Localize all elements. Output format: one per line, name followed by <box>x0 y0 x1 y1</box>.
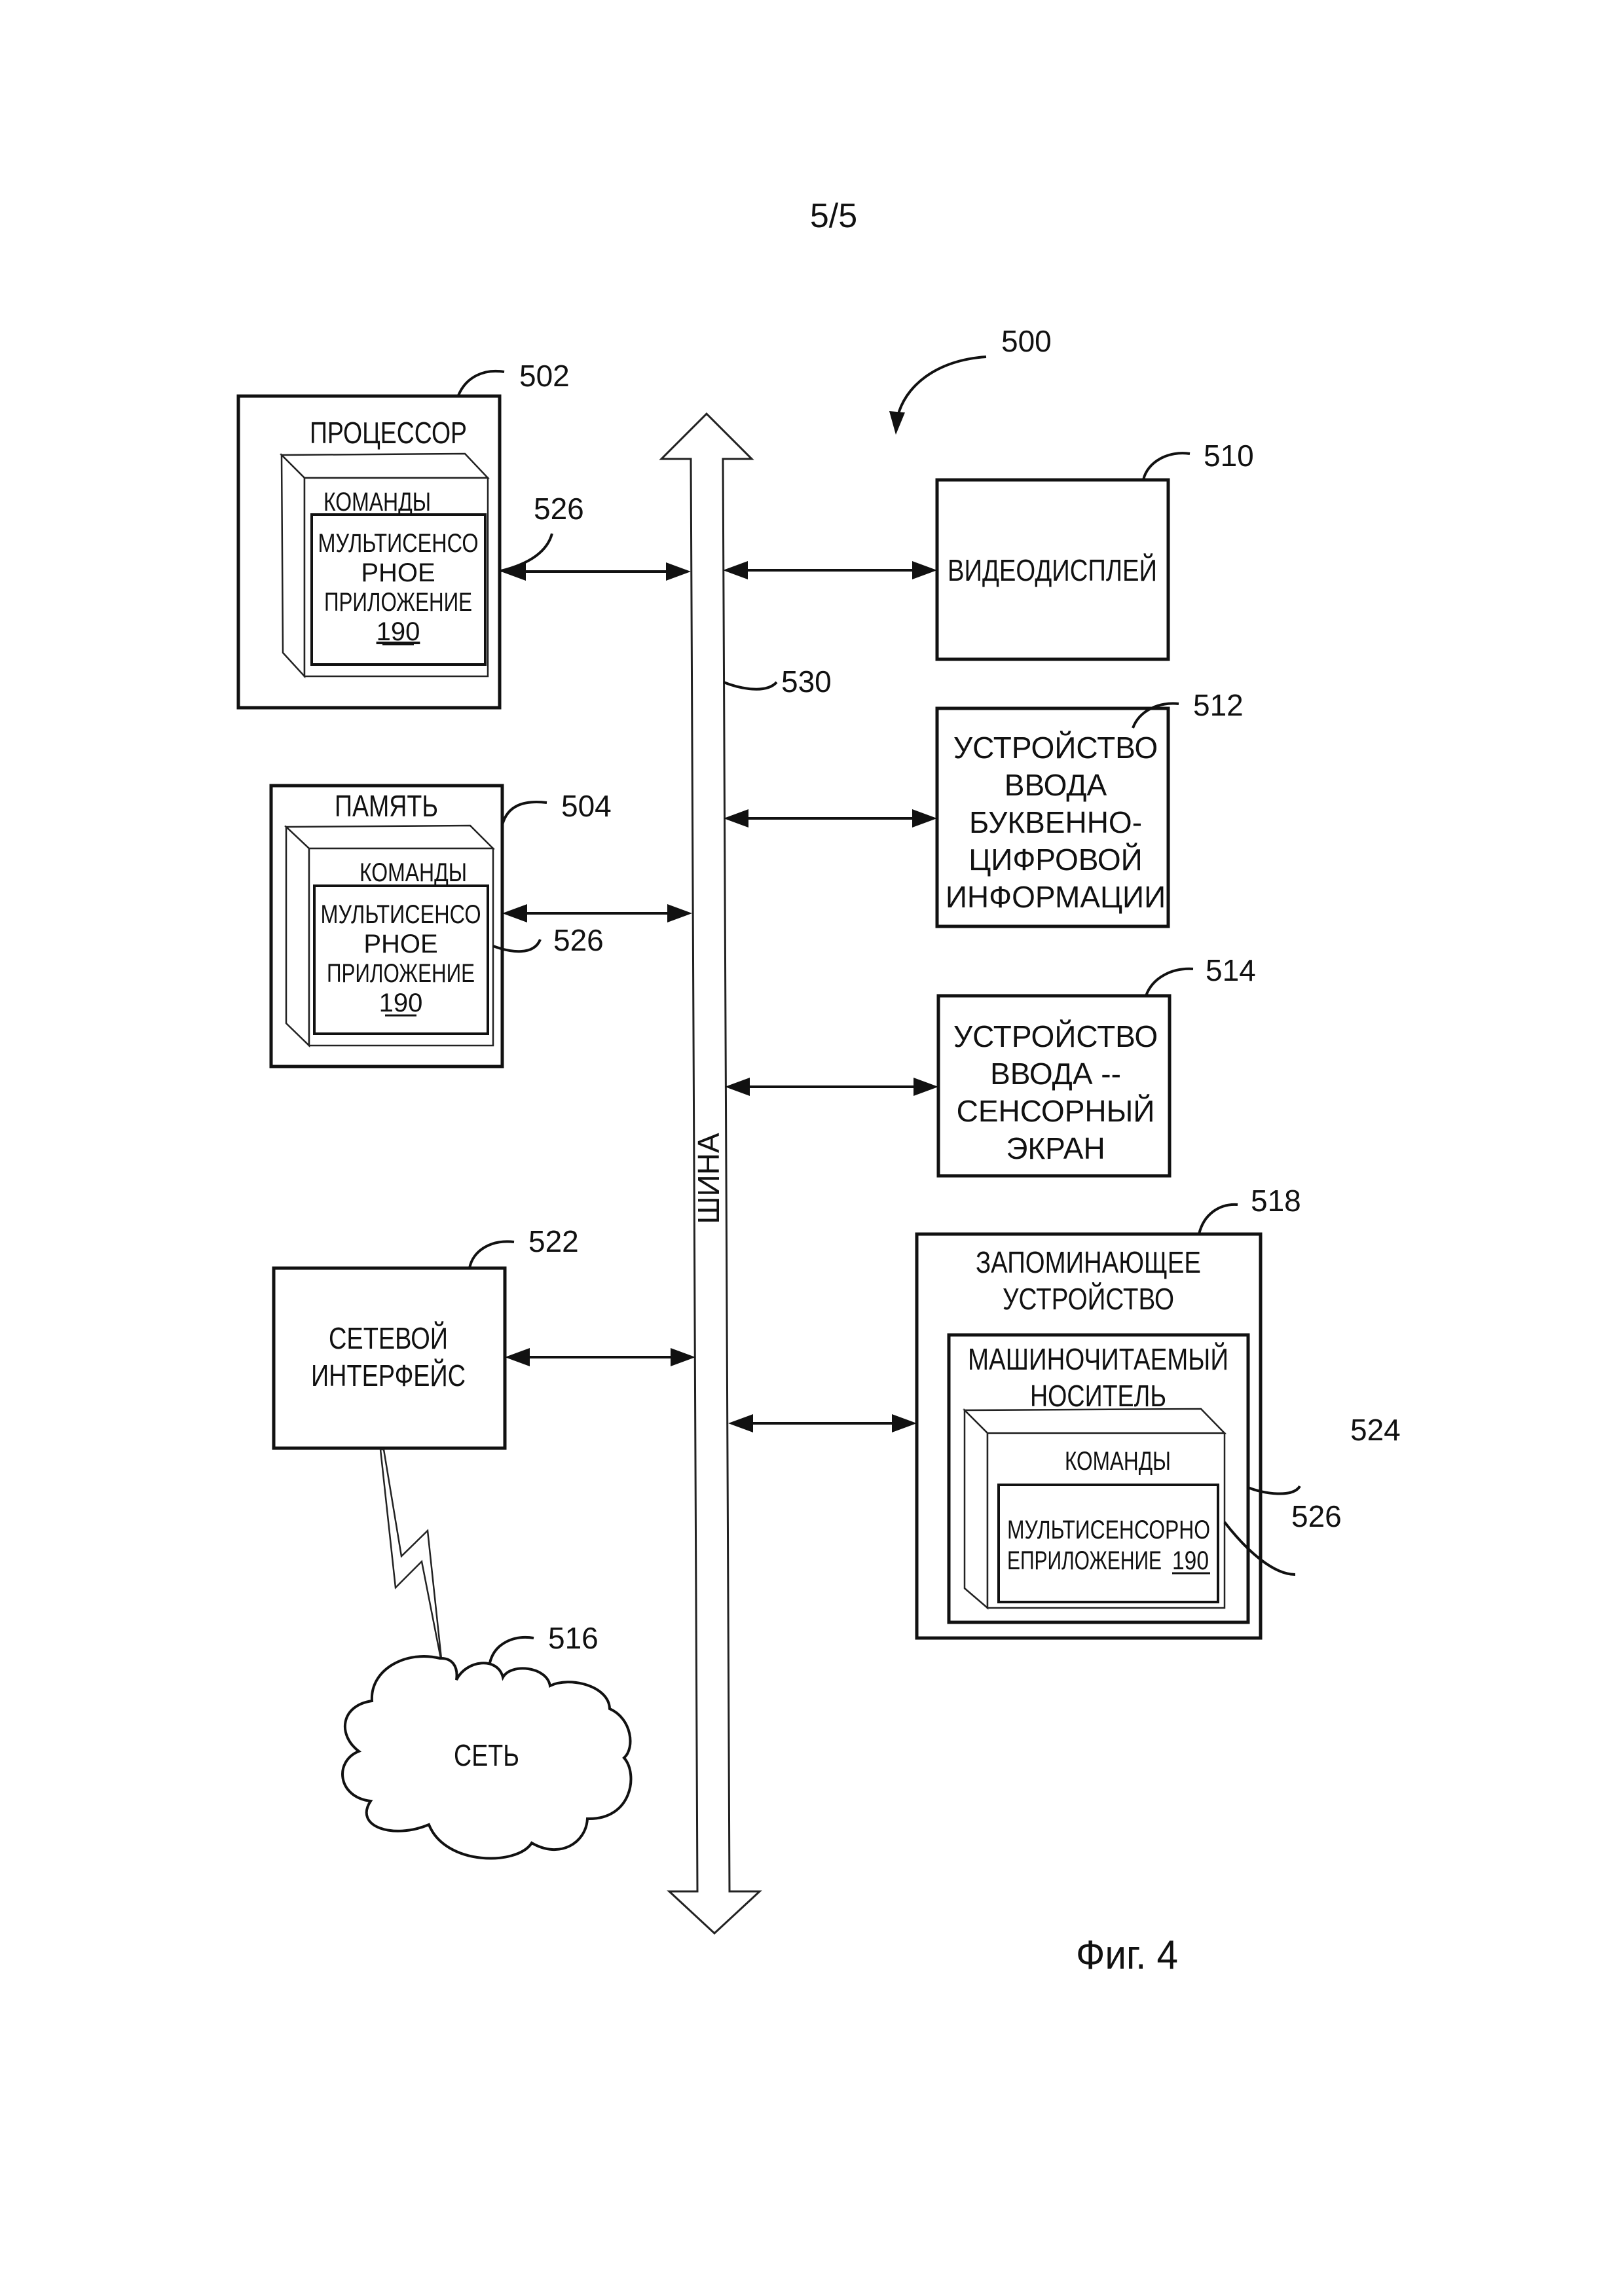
storage-app-number: 190 <box>1172 1546 1209 1575</box>
memory-arrowhead-left <box>502 904 527 922</box>
ref-530-label: 530 <box>781 665 832 699</box>
figure-caption: Фиг. 4 <box>1076 1933 1178 1978</box>
ref-522-label: 522 <box>528 1224 579 1258</box>
touch-input-line-2: ВВОДА -- <box>990 1057 1121 1091</box>
bus-label: ШИНА <box>692 1133 726 1224</box>
touch-input-line-4: ЭКРАН <box>1006 1131 1105 1165</box>
video-display-label: ВИДЕОДИСПЛЕЙ <box>948 553 1157 587</box>
storage-arrowhead-left <box>728 1414 753 1432</box>
storage-app-line-2: ЕПРИЛОЖЕНИЕ <box>1007 1546 1162 1575</box>
ref-504-label: 504 <box>561 789 612 823</box>
ref-526-leader-processor <box>501 534 552 571</box>
sheet-number: 5/5 <box>810 197 857 235</box>
ref-514-label: 514 <box>1206 953 1256 987</box>
ref-524-label: 524 <box>1350 1413 1401 1447</box>
network-label: СЕТЬ <box>454 1738 519 1772</box>
wireless-link-lightning-icon <box>380 1449 442 1665</box>
memory-instructions-label: КОМАНДЫ <box>360 858 467 887</box>
touch-input-line-3: СЕНСОРНЫЙ <box>957 1094 1155 1128</box>
network-interface-arrowhead-left <box>505 1348 530 1366</box>
memory-arrowhead-right <box>667 904 692 922</box>
ref-504-leader <box>502 802 547 825</box>
processor-block: ПРОЦЕССОР КОМАНДЫ МУЛЬТИСЕНСО РНОЕ ПРИЛО… <box>238 359 691 708</box>
ref-500-label: 500 <box>1001 324 1052 358</box>
ref-502-leader <box>458 371 504 395</box>
medium-line-2: НОСИТЕЛЬ <box>1030 1379 1166 1413</box>
ref-516-leader <box>490 1637 534 1663</box>
alnum-input-line-2: ВВОДА <box>1005 768 1107 802</box>
ref-510-leader <box>1143 453 1190 480</box>
memory-app-line-1: МУЛЬТИСЕНСО <box>321 900 481 929</box>
network-interface-line-1: СЕТЕВОЙ <box>329 1321 448 1355</box>
bus: ШИНА 530 <box>661 414 832 1933</box>
processor-app-line-3: ПРИЛОЖЕНИЕ <box>324 588 472 617</box>
ref-522-leader <box>470 1241 514 1268</box>
processor-title: ПРОЦЕССОР <box>310 416 467 450</box>
storage-title-line-1: ЗАПОМИНАЮЩЕЕ <box>976 1245 1201 1279</box>
ref-500-callout: 500 <box>889 324 1052 435</box>
processor-instructions-label: КОМАНДЫ <box>323 488 431 517</box>
ref-526-label-memory: 526 <box>553 923 604 957</box>
alnum-input-line-5: ИНФОРМАЦИИ <box>946 880 1166 914</box>
memory-title: ПАМЯТЬ <box>335 789 438 823</box>
ref-510-label: 510 <box>1204 439 1254 473</box>
network-interface-arrowhead-right <box>671 1348 695 1366</box>
ref-526-label-processor: 526 <box>534 492 584 526</box>
alnum-input-block: УСТРОЙСТВО ВВОДА БУКВЕННО- ЦИФРОВОЙ ИНФО… <box>724 688 1244 926</box>
ref-518-label: 518 <box>1251 1184 1301 1218</box>
storage-block: ЗАПОМИНАЮЩЕЕ УСТРОЙСТВО МАШИНОЧИТАЕМЫЙ Н… <box>728 1184 1401 1638</box>
network-interface-block: СЕТЕВОЙ ИНТЕРФЕЙС 522 <box>274 1224 695 1665</box>
processor-app-line-2: РНОЕ <box>361 558 435 587</box>
storage-app-line-1: МУЛЬТИСЕНСОРНО <box>1007 1516 1210 1544</box>
medium-line-1: МАШИНОЧИТАЕМЫЙ <box>968 1342 1228 1376</box>
ref-500-curve <box>897 357 986 419</box>
video-display-arrowhead-left <box>723 561 748 579</box>
alnum-input-line-4: ЦИФРОВОЙ <box>969 843 1143 877</box>
ref-516-label: 516 <box>548 1621 599 1655</box>
memory-app-number: 190 <box>379 989 423 1017</box>
ref-518-leader <box>1199 1205 1238 1234</box>
memory-app-line-2: РНОЕ <box>363 930 437 958</box>
ref-512-label: 512 <box>1193 688 1244 722</box>
memory-block: ПАМЯТЬ КОМАНДЫ МУЛЬТИСЕНСО РНОЕ ПРИЛОЖЕН… <box>271 786 692 1066</box>
ref-526-label-storage: 526 <box>1291 1499 1342 1533</box>
network-interface-line-2: ИНТЕРФЕЙС <box>311 1358 466 1393</box>
touch-input-line-1: УСТРОЙСТВО <box>953 1019 1158 1053</box>
ref-530-leader <box>724 682 777 689</box>
alnum-input-arrowhead-right <box>912 809 937 828</box>
touch-input-arrowhead-right <box>913 1078 938 1096</box>
alnum-input-line-1: УСТРОЙСТВО <box>953 731 1158 765</box>
storage-arrowhead-right <box>892 1414 917 1432</box>
processor-arrowhead-right <box>666 562 691 581</box>
alnum-input-arrowhead-left <box>724 809 748 828</box>
touch-input-arrowhead-left <box>725 1078 750 1096</box>
video-display-arrowhead-right <box>912 561 937 579</box>
ref-514-leader <box>1146 969 1193 996</box>
storage-instructions-label: КОМАНДЫ <box>1065 1447 1171 1476</box>
memory-app-line-3: ПРИЛОЖЕНИЕ <box>327 959 475 988</box>
touch-input-block: УСТРОЙСТВО ВВОДА -- СЕНСОРНЫЙ ЭКРАН 514 <box>725 953 1256 1176</box>
processor-app-line-1: МУЛЬТИСЕНСО <box>318 529 479 558</box>
ref-502-label: 502 <box>519 359 570 393</box>
network-cloud: СЕТЬ 516 <box>342 1621 631 1859</box>
ref-500-arrowhead <box>889 411 905 435</box>
video-display-block: ВИДЕОДИСПЛЕЙ 510 <box>723 439 1254 659</box>
alnum-input-line-3: БУКВЕННО- <box>969 805 1142 839</box>
storage-title-line-2: УСТРОЙСТВО <box>1003 1282 1174 1316</box>
processor-app-number: 190 <box>377 617 420 646</box>
